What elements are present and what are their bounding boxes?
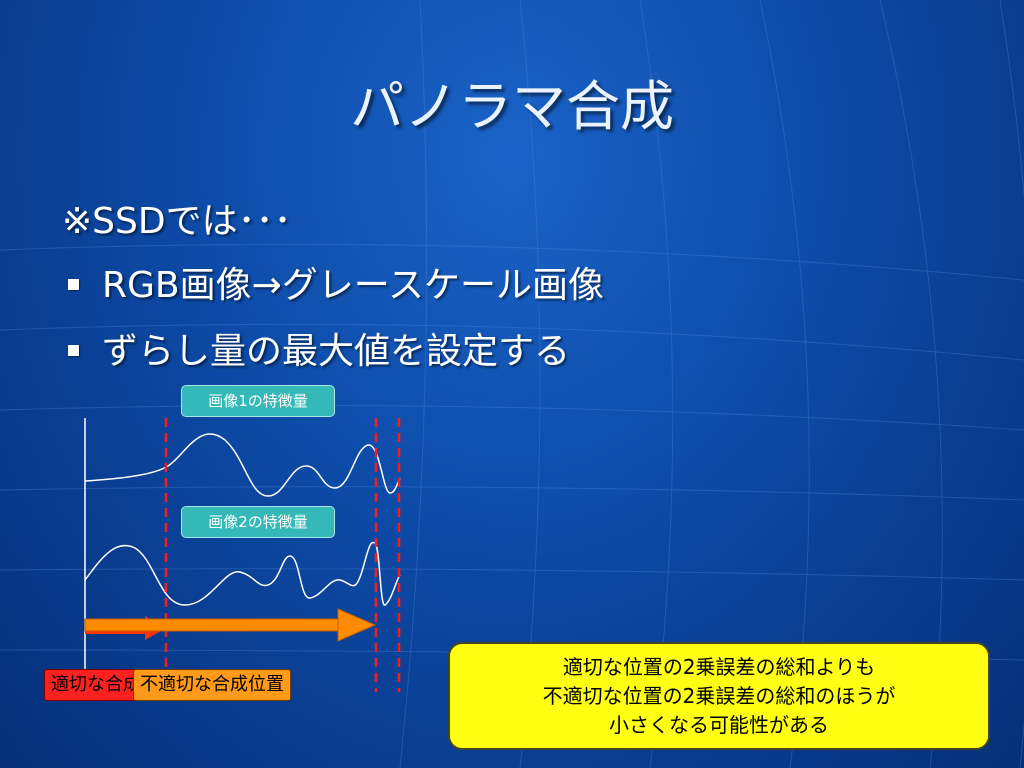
- note-callout: 適切な位置の2乗誤差の総和よりも 不適切な位置の2乗誤差の総和のほうが 小さくな…: [448, 642, 990, 750]
- bullet-square-icon: [68, 345, 79, 356]
- callout-line: 適切な位置の2乗誤差の総和よりも: [562, 654, 876, 679]
- feature2-label: 画像2の特徴量: [181, 506, 335, 538]
- bullet-square-icon: [68, 279, 79, 290]
- bullet-item: RGB画像→グレースケール画像: [102, 265, 604, 306]
- bullet-item: ずらし量の最大値を設定する: [102, 331, 571, 372]
- heading-text: ※SSDでは･･･: [62, 201, 292, 242]
- incorrect-position-label: 不適切な合成位置: [133, 669, 291, 701]
- callout-line: 不適切な位置の2乗誤差の総和のほうが: [542, 683, 896, 708]
- callout-line: 小さくなる可能性がある: [609, 712, 829, 737]
- slide-title: パノラマ合成: [350, 75, 674, 138]
- feature1-label: 画像1の特徴量: [181, 385, 335, 417]
- feature2-wave: [84, 541, 401, 606]
- shift-arrow-long: [84, 608, 377, 642]
- feature1-wave: [84, 433, 401, 497]
